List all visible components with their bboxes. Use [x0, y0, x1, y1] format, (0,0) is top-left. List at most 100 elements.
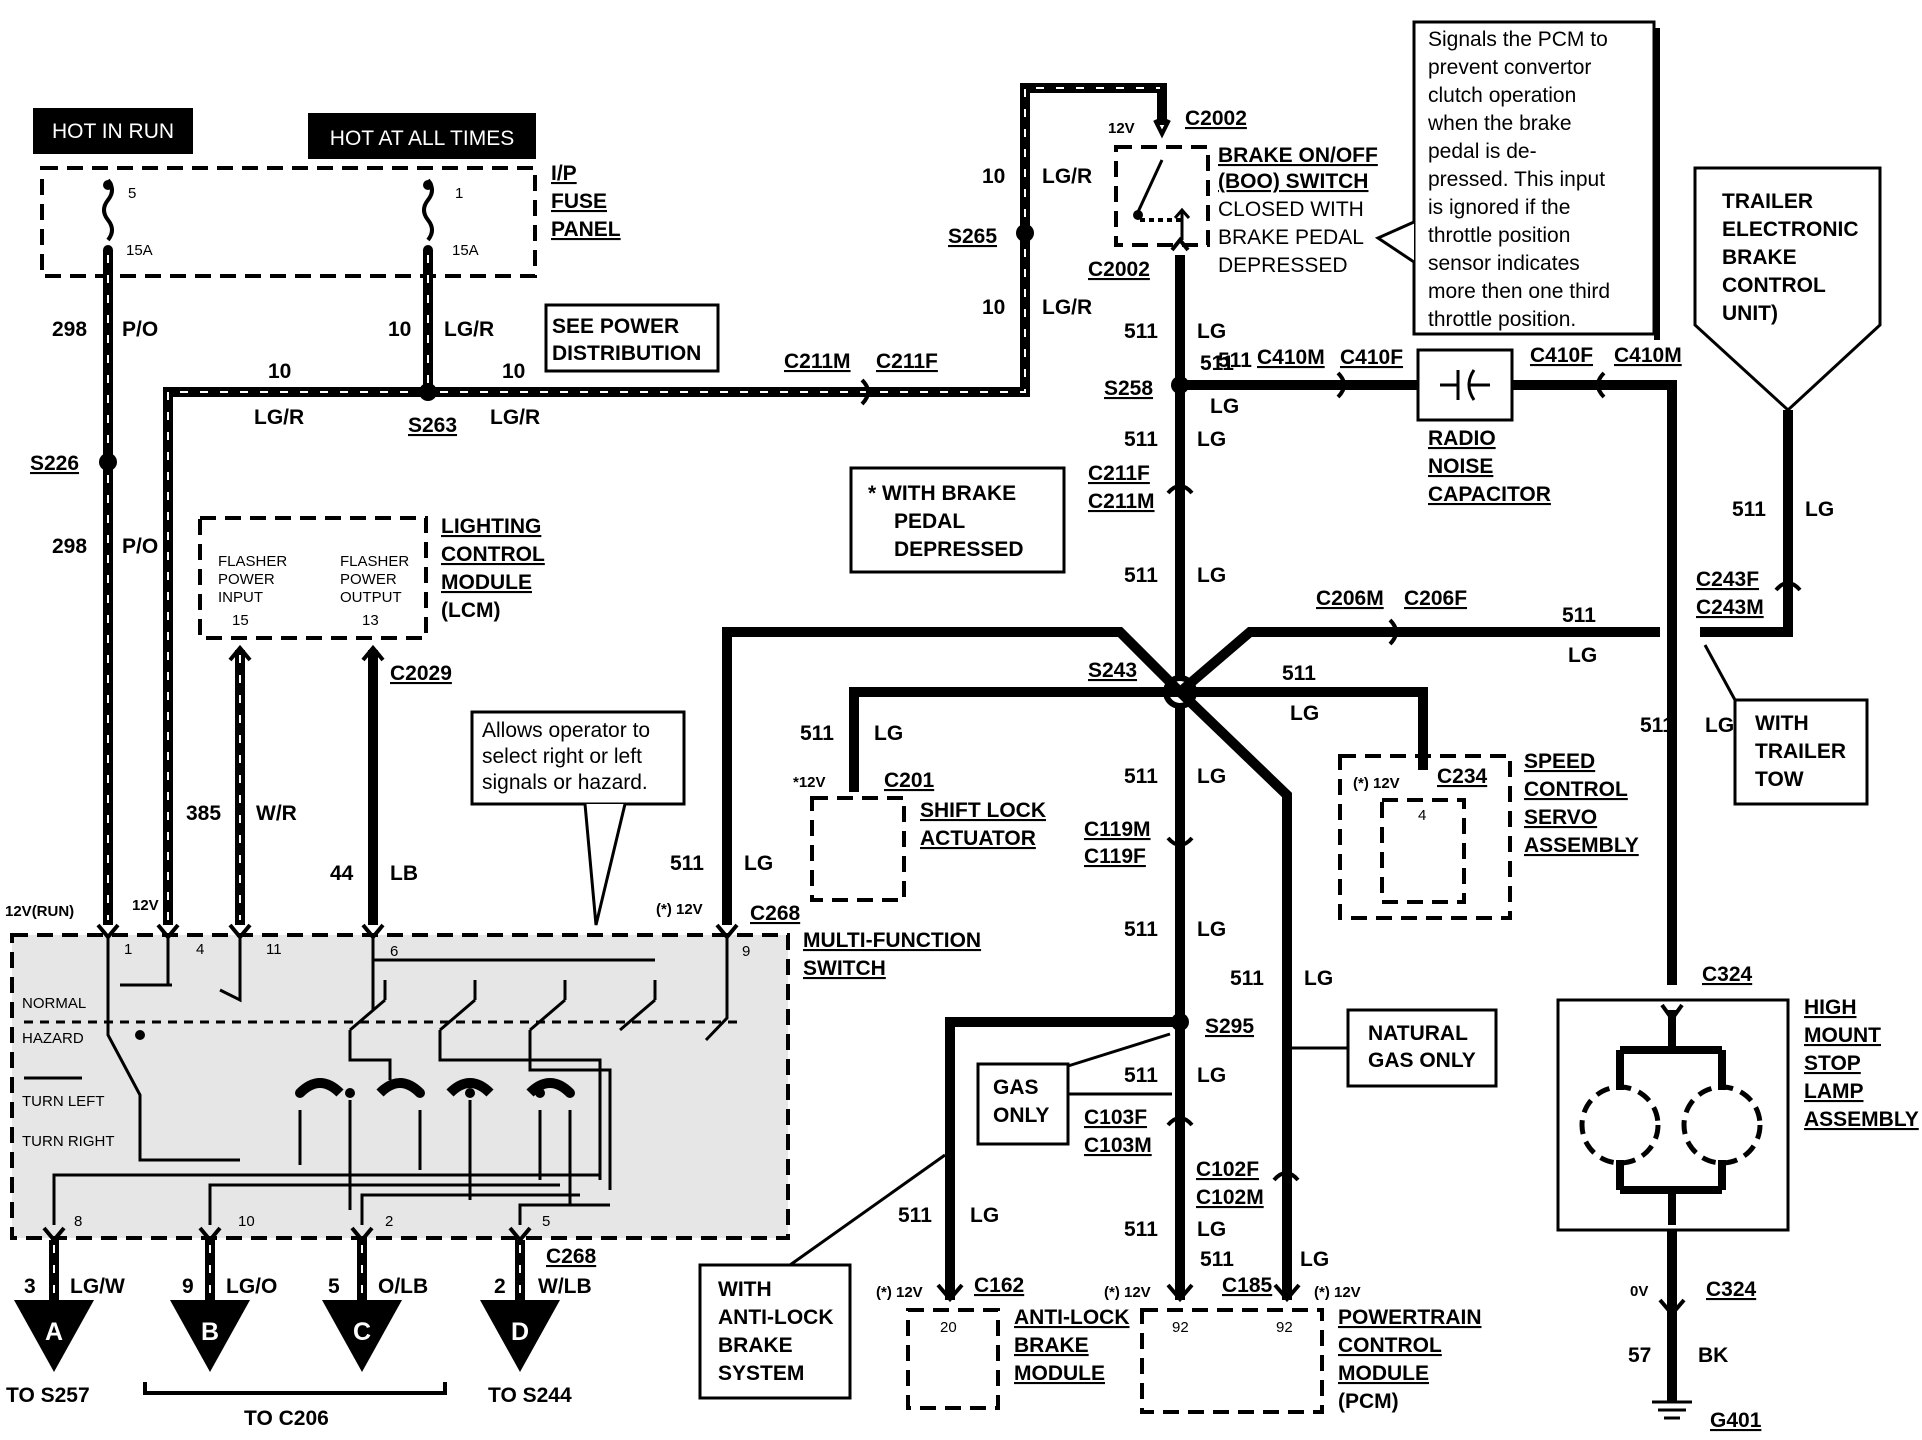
abs-note-4: SYSTEM: [718, 1362, 804, 1385]
mfs-turn-right: TURN RIGHT: [22, 1133, 115, 1150]
allows-operator-note: Allows operator to select right or left …: [470, 710, 686, 926]
ground-symbol: [1652, 1400, 1692, 1420]
speed-ctrl-3: SERVO: [1524, 806, 1597, 829]
wire-511-e-num: 511: [1124, 765, 1158, 788]
connector-c201: C201: [884, 769, 935, 792]
wire-511-h-num: 511: [1124, 1218, 1158, 1241]
trailer-unit-4: CONTROL: [1722, 274, 1826, 297]
connector-c234: C234: [1437, 765, 1488, 788]
pcm-voltage-a: (*) 12V: [1104, 1284, 1151, 1301]
shift-lock-2: ACTUATOR: [920, 827, 1036, 850]
wire-57: [1652, 1320, 1692, 1420]
wire-511-h-color: LG: [1197, 1218, 1226, 1241]
lcm-title-2: CONTROL: [441, 543, 545, 566]
abs-system-note: WITH ANTI-LOCK BRAKE SYSTEM: [698, 1153, 946, 1400]
connector-c102m: C102M: [1196, 1186, 1264, 1209]
output-wires: [14, 1240, 560, 1395]
lcm-title-3: MODULE: [441, 571, 532, 594]
hot-at-all-times-banner: HOT AT ALL TIMES: [308, 113, 536, 159]
radio-cap-1: RADIO: [1428, 427, 1496, 450]
wire-511-b-color: LG: [1210, 395, 1239, 418]
connector-c211m-v: C211M: [1088, 490, 1155, 513]
pcm-note-line: pedal is de-: [1428, 140, 1537, 163]
connector-c324-top: C324: [1702, 963, 1753, 986]
trailer-unit-2: ELECTRONIC: [1722, 218, 1859, 241]
lcm-title-4: (LCM): [441, 599, 500, 622]
output-d-color: W/LB: [538, 1275, 592, 1298]
wire-511-trunk: [1163, 236, 1197, 1300]
natural-gas-2: GAS ONLY: [1368, 1049, 1476, 1072]
splice-s226-dot: [99, 453, 117, 471]
fuse-right-amps: 15A: [452, 242, 479, 259]
lcm-out-pin: 13: [362, 612, 379, 629]
connector-c211-symbol: [860, 378, 870, 406]
wire-511-j-color: LG: [1805, 498, 1834, 521]
lcm-title-1: LIGHTING: [441, 515, 541, 538]
wire-511-n-color: LG: [874, 722, 903, 745]
output-b-num: 9: [182, 1275, 194, 1298]
pcm-pin-1: 92: [1172, 1319, 1189, 1336]
fuse-right-symbol: [422, 178, 434, 242]
allows-2: select right or left: [482, 745, 642, 768]
wire-511-k-color: LG: [1705, 714, 1734, 737]
connector-c410f-b: C410F: [1530, 344, 1593, 367]
ground-g401: G401: [1710, 1409, 1762, 1432]
speed-pin: 4: [1418, 807, 1426, 824]
mfs-voltage-run: 12V(RUN): [5, 903, 74, 920]
radio-cap-3: CAPACITOR: [1428, 483, 1551, 506]
wire-10-right-num: 10: [502, 360, 525, 383]
mfs-turn-left: TURN LEFT: [22, 1093, 105, 1110]
wire-10-v2-color: LG/R: [1042, 296, 1092, 319]
output-a-num: 3: [24, 1275, 36, 1298]
wire-10-v1-color: LG/R: [1042, 165, 1092, 188]
wire-298b-color: P/O: [122, 535, 158, 558]
pcm-2: CONTROL: [1338, 1334, 1442, 1357]
mfs-normal: NORMAL: [22, 995, 86, 1012]
mfs-pin-10: 10: [238, 1213, 255, 1230]
pcm-note-line: throttle position.: [1428, 308, 1576, 331]
abs-note-2: ANTI-LOCK: [718, 1306, 833, 1329]
hot-at-all-times-label: HOT AT ALL TIMES: [330, 127, 514, 150]
lcm-out-1: FLASHER: [340, 553, 409, 570]
fuse-panel-title-2: FUSE: [551, 190, 607, 213]
mfs-title-1: MULTI-FUNCTION: [803, 929, 981, 952]
abs-module-2: BRAKE: [1014, 1334, 1089, 1357]
connector-c410m-b: C410M: [1614, 344, 1682, 367]
mfs-pin-8: 8: [74, 1213, 82, 1230]
wire-511-l-num: 511: [1562, 604, 1596, 627]
wire-511-k-num: 511: [1640, 714, 1674, 737]
lighting-control-module: FLASHER POWER INPUT 15 FLASHER POWER OUT…: [198, 516, 428, 640]
pcm-note-line: sensor indicates: [1428, 252, 1580, 275]
wire-44-num: 44: [330, 862, 354, 885]
connector-c206f: C206F: [1404, 587, 1467, 610]
speed-ctrl-4: ASSEMBLY: [1524, 834, 1639, 857]
gas-only-1: GAS: [993, 1076, 1039, 1099]
brake-pedal-note-2: PEDAL: [894, 510, 965, 533]
with-trailer-tow-note: WITH TRAILER TOW: [1703, 644, 1869, 806]
to-s257: TO S257: [6, 1384, 90, 1407]
radio-cap-2: NOISE: [1428, 455, 1493, 478]
connector-c206m: C206M: [1316, 587, 1384, 610]
to-c206: TO C206: [244, 1407, 329, 1430]
speed-control-servo: 4: [1338, 754, 1512, 920]
hot-in-run-banner: HOT IN RUN: [33, 108, 193, 154]
allows-1: Allows operator to: [482, 719, 650, 742]
powertrain-control-module: 92 92: [1140, 1308, 1324, 1414]
output-b-color: LG/O: [226, 1275, 277, 1298]
abs-module-3: MODULE: [1014, 1362, 1105, 1385]
speed-ctrl-1: SPEED: [1524, 750, 1595, 773]
wire-511-p-color: LG: [1300, 1248, 1329, 1271]
splice-s263-dot: [419, 383, 437, 401]
shift-lock-1: SHIFT LOCK: [920, 799, 1046, 822]
trailer-tow-2: TRAILER: [1755, 740, 1846, 763]
see-power-line-2: DISTRIBUTION: [552, 342, 701, 365]
connector-c211f-v: C211F: [1088, 462, 1150, 485]
splice-s243-label: S243: [1088, 659, 1137, 682]
boo-desc-1: CLOSED WITH: [1218, 198, 1364, 221]
output-a-letter: A: [45, 1318, 63, 1346]
wire-385-num: 385: [186, 802, 221, 825]
high-mount-stop-lamp: [1556, 998, 1790, 1320]
wire-511-d-color: LG: [1197, 564, 1226, 587]
wire-511-c-color: LG: [1197, 428, 1226, 451]
